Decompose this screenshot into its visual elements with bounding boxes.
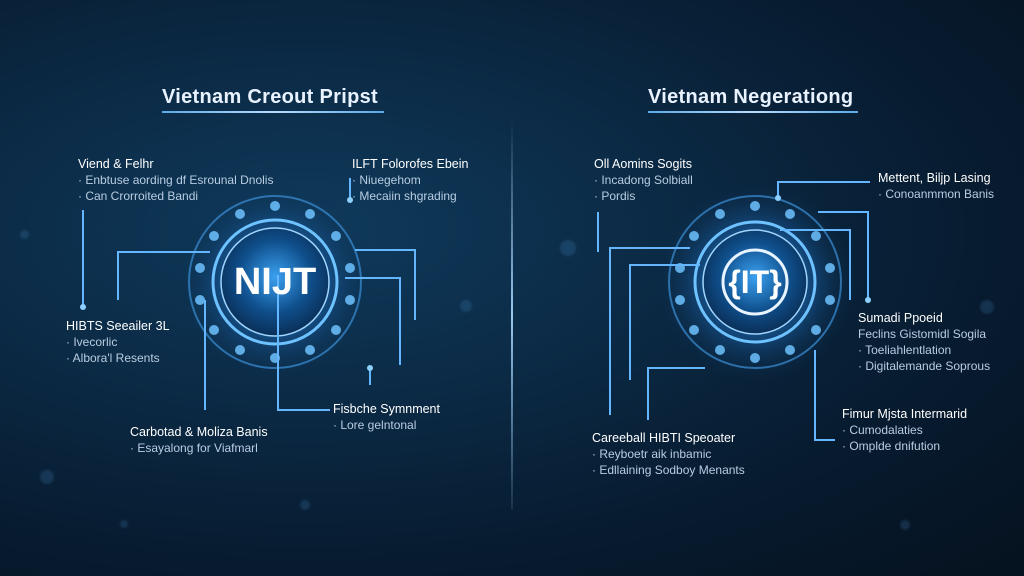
bokeh-dot <box>980 300 994 314</box>
right-emblem-text: {IT} <box>728 264 782 300</box>
left-title: Vietnam Creout Pripst <box>162 86 378 108</box>
label-heading: Mettent, Biljp Lasing <box>878 171 991 185</box>
label-line: · Reyboetr aik inbamic <box>592 447 712 461</box>
label-heading: HIBTS Seeailer 3L <box>66 319 170 333</box>
left-emblem <box>175 182 375 382</box>
label-line: · Can Crorroited Bandi <box>78 189 199 203</box>
label-line: · Conoanmmon Banis <box>878 187 995 201</box>
label-line: · Niuegehom <box>352 173 421 187</box>
center-divider <box>511 120 513 510</box>
right-connector-dots <box>775 195 871 303</box>
label-line: · Ivecorlic <box>66 335 118 349</box>
label-line: · Incadong Solbiall <box>594 173 693 187</box>
label-heading: Fimur Mjsta Intermarid <box>842 407 968 421</box>
label-line: · Esayalong for Viafmarl <box>130 441 258 455</box>
label-line: · Digitalemande Soprous <box>858 359 991 373</box>
bokeh-dot <box>40 470 54 484</box>
label-heading: ILFT Folorofes Ebein <box>352 157 469 171</box>
left-label-4: Fisbche Symnment · Lore gelntonal <box>333 401 440 433</box>
right-title-underline <box>648 111 858 113</box>
right-label-4: Fimur Mjsta Intermarid · Cumodalaties · … <box>842 406 967 454</box>
right-label-2: Mettent, Biljp Lasing · Conoanmmon Banis <box>878 170 994 202</box>
right-connectors <box>597 181 870 441</box>
label-heading: Oll Aomins Sogits <box>594 157 692 171</box>
bokeh-dot <box>460 300 472 312</box>
right-label-3: Sumadi Ppoeid Feclins Gistomidl Sogila ·… <box>858 310 990 374</box>
label-line: · Mecaiin shgrading <box>352 189 457 203</box>
label-heading: Carbotad & Moliza Banis <box>130 425 268 439</box>
label-line: · Cumodalaties <box>842 423 923 437</box>
left-emblem-text: NIJT <box>233 261 317 303</box>
left-connector-dots <box>80 197 373 371</box>
right-emblem <box>655 182 855 382</box>
right-title: Vietnam Negerationg <box>648 86 854 108</box>
bokeh-dot <box>560 240 576 256</box>
label-line: · Pordis <box>594 189 636 203</box>
label-line: Feclins Gistomidl Sogila <box>858 327 987 341</box>
right-label-5: Careeball HIBTI Speoater · Reyboetr aik … <box>592 430 745 478</box>
label-line: · Albora'l Resents <box>66 351 160 365</box>
left-label-5: Carbotad & Moliza Banis · Esayalong for … <box>130 424 268 456</box>
label-heading: Careeball HIBTI Speoater <box>592 431 736 445</box>
left-label-2: ILFT Folorofes Ebein · Niuegehom · Mecai… <box>352 156 469 204</box>
left-label-1: Viend & Felhr · Enbtuse aording df Esrou… <box>78 156 273 204</box>
label-line: · Lore gelntonal <box>333 418 417 432</box>
bokeh-dot <box>20 230 29 239</box>
label-line: · Omplde dnifution <box>842 439 941 453</box>
label-line: · Edllaining Sodboy Menants <box>592 463 745 477</box>
label-heading: Fisbche Symnment <box>333 402 440 416</box>
bokeh-dot <box>900 520 910 530</box>
bokeh-dot <box>120 520 128 528</box>
left-label-3: HIBTS Seeailer 3L · Ivecorlic · Albora'l… <box>66 318 170 366</box>
right-label-1: Oll Aomins Sogits · Incadong Solbiall · … <box>594 156 693 204</box>
left-connectors <box>82 178 416 411</box>
label-heading: Viend & Felhr <box>78 157 154 171</box>
label-line: · Toeliahlentlation <box>858 343 952 357</box>
label-line: · Enbtuse aording df Esrounal Dnolis <box>78 173 274 187</box>
bokeh-dot <box>300 500 310 510</box>
left-title-underline <box>162 111 384 113</box>
label-heading: Sumadi Ppoeid <box>858 311 943 325</box>
